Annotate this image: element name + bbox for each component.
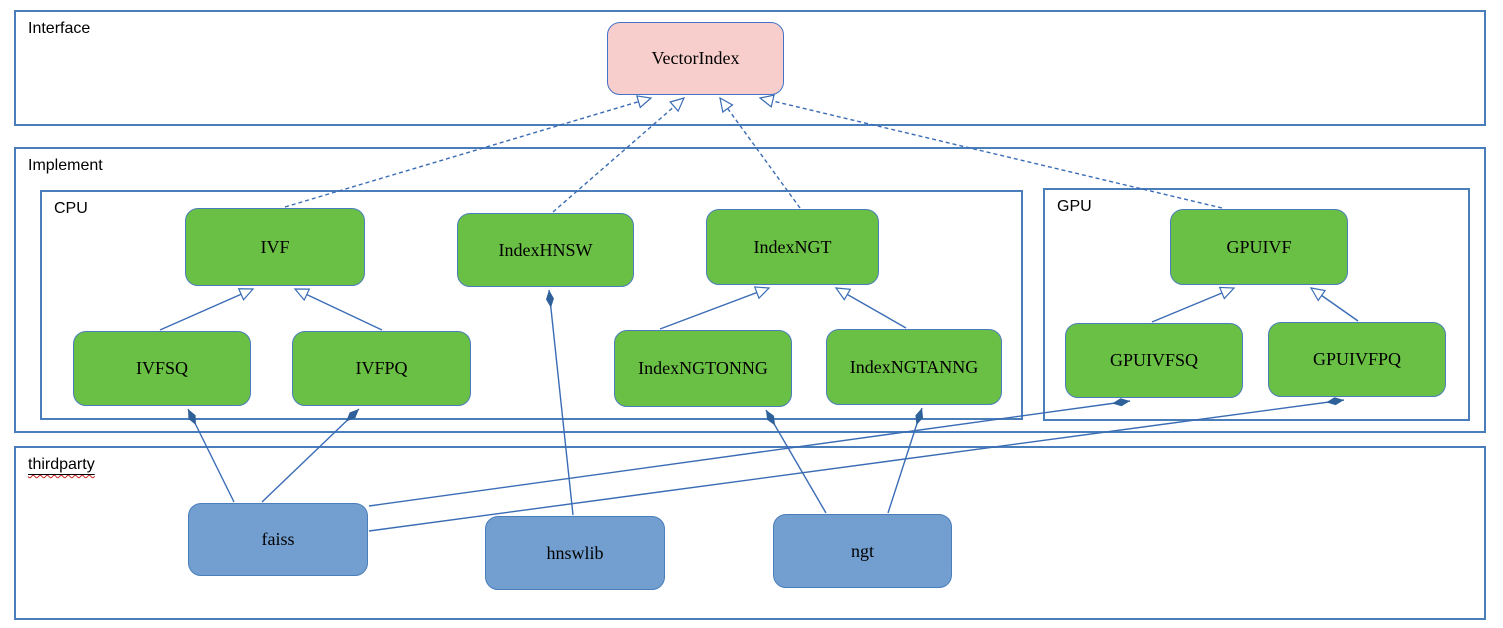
node-indexngt[interactable]: IndexNGT: [706, 209, 879, 285]
container-thirdparty-label: thirdparty: [28, 456, 95, 473]
node-indexhnsw-label: IndexHNSW: [498, 239, 593, 260]
node-gpuivfsq-label: GPUIVFSQ: [1109, 350, 1199, 370]
node-ngt-label: ngt: [850, 540, 874, 561]
node-ngt[interactable]: ngt: [773, 514, 952, 588]
node-ivf[interactable]: IVF: [185, 208, 365, 286]
container-interface-label: Interface: [28, 20, 91, 37]
node-gpuivf-label: GPUIVF: [1226, 236, 1292, 257]
node-indexhnsw[interactable]: IndexHNSW: [457, 213, 634, 287]
node-ivfsq[interactable]: IVFSQ: [73, 331, 251, 406]
node-indexngtanng-label: IndexNGTANNG: [849, 356, 979, 377]
container-gpu-label: GPU: [1057, 198, 1092, 215]
node-gpuivfsq[interactable]: GPUIVFSQ: [1065, 323, 1243, 398]
node-ivfpq[interactable]: IVFPQ: [292, 331, 471, 406]
node-vectorindex-label: VectorIndex: [651, 48, 740, 68]
container-implement-label: Implement: [28, 157, 103, 174]
node-indexngtonng[interactable]: IndexNGTONNG: [614, 330, 792, 407]
node-ivfpq-label: IVFPQ: [355, 358, 408, 378]
node-vectorindex[interactable]: VectorIndex: [607, 22, 784, 95]
node-ivfsq-label: IVFSQ: [135, 358, 188, 378]
node-indexngt-label: IndexNGT: [753, 236, 832, 257]
node-indexngtanng[interactable]: IndexNGTANNG: [826, 329, 1002, 405]
node-ivf-label: IVF: [260, 236, 290, 257]
node-gpuivfpq-label: GPUIVFPQ: [1312, 349, 1402, 369]
node-gpuivf[interactable]: GPUIVF: [1170, 209, 1348, 285]
node-hnswlib-label: hnswlib: [546, 542, 604, 563]
node-faiss-label: faiss: [261, 529, 295, 549]
node-hnswlib[interactable]: hnswlib: [485, 516, 665, 590]
container-cpu-label: CPU: [54, 200, 88, 217]
node-gpuivfpq[interactable]: GPUIVFPQ: [1268, 322, 1446, 397]
node-faiss[interactable]: faiss: [188, 503, 368, 576]
node-indexngtonng-label: IndexNGTONNG: [638, 358, 768, 378]
